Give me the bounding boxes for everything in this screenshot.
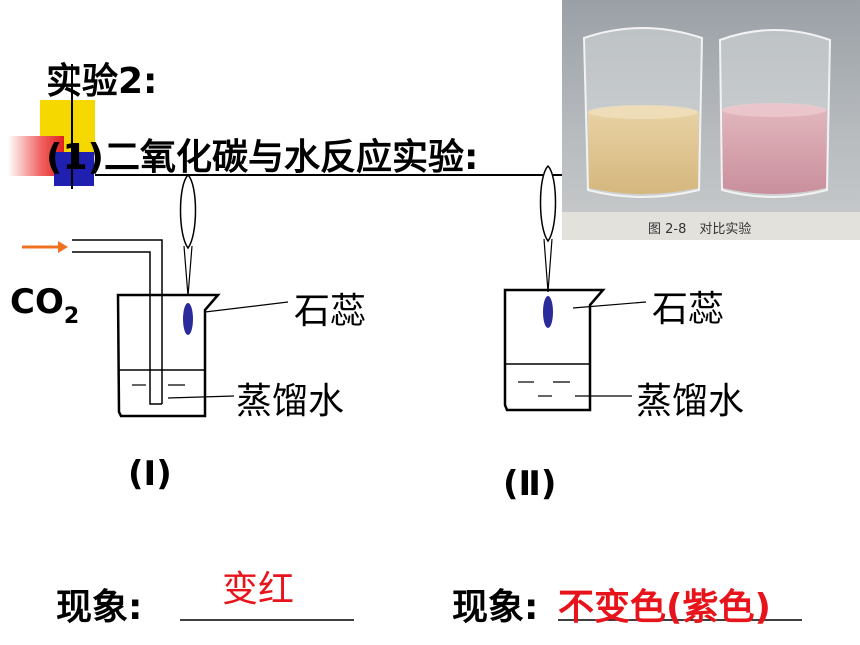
deco-blue-block <box>54 152 94 186</box>
observation-2-answer: 不变色(紫色) <box>558 587 771 628</box>
pointer-1a <box>204 301 289 313</box>
deco-horizontal-line <box>95 174 565 176</box>
pointer-1b <box>167 395 235 399</box>
beaker-2-outline <box>503 288 606 412</box>
pointer-2a <box>572 301 647 309</box>
gas-label-subscript: 2 <box>63 304 80 329</box>
gas-tube-outer <box>72 239 163 404</box>
beaker-2-caption: (Ⅱ) <box>503 464 557 504</box>
beaker-2-water-label: 蒸馏水 <box>636 381 745 422</box>
photo-caption: 图 2-8 对比实验 <box>648 221 751 237</box>
deco-vertical-line <box>71 64 73 189</box>
beaker-1-water-label: 蒸馏水 <box>236 381 345 422</box>
beaker-1-indicator-label: 石蕊 <box>294 291 367 332</box>
indicator-drop-2 <box>543 296 553 328</box>
beaker-2 <box>503 288 606 412</box>
gas-arrow-head <box>58 241 68 253</box>
photo-liquid-yellow <box>588 106 699 194</box>
beaker-1-caption: (Ⅰ) <box>128 454 172 494</box>
dropper-1 <box>179 173 197 250</box>
photo-liquid-pink <box>722 104 827 194</box>
gas-label-main: CO <box>10 282 64 322</box>
beaker-1-outline <box>116 293 221 418</box>
indicator-drop-1 <box>183 303 193 335</box>
observation-2-label: 现象: <box>452 587 539 628</box>
observation-1-answer: 变红 <box>222 569 295 610</box>
gas-label: CO2 <box>10 282 79 329</box>
observation-1-label: 现象: <box>56 587 143 628</box>
dropper-2 <box>539 164 557 243</box>
comparison-photo: 图 2-8 对比实验 <box>562 0 860 240</box>
section-heading: (1)二氧化碳与水反应实验: <box>46 137 479 178</box>
beaker-2-indicator-label: 石蕊 <box>652 289 725 330</box>
gas-tube-inner <box>72 251 162 405</box>
experiment-title: 实验2: <box>46 61 158 102</box>
